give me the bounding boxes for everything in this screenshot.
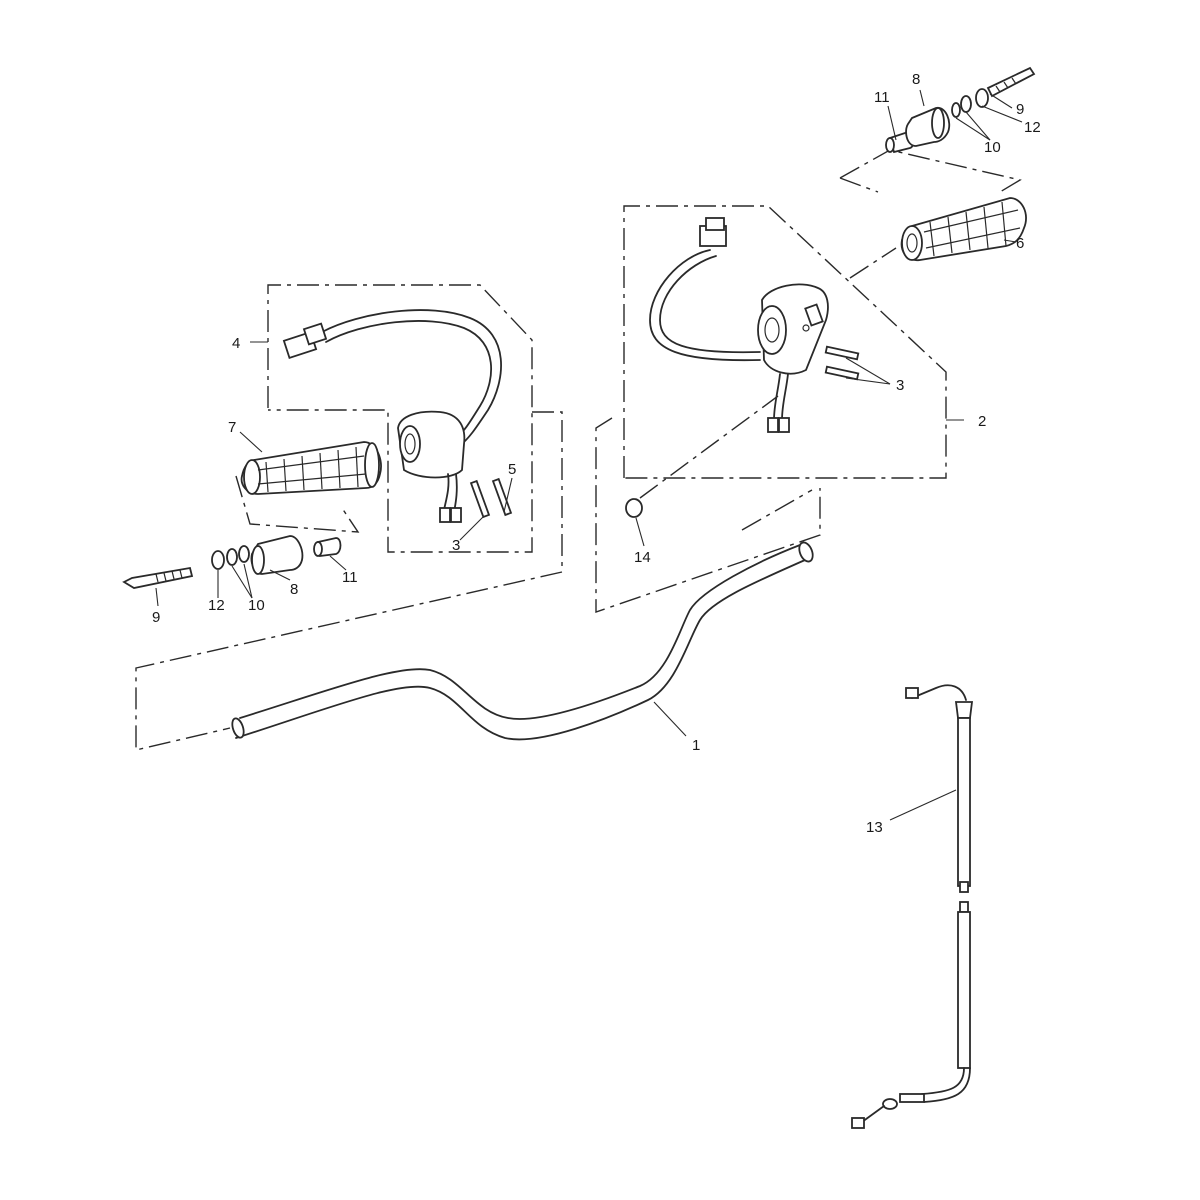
right-grip	[900, 197, 1027, 262]
right-switch-housing	[649, 217, 829, 433]
left-switch-housing	[282, 309, 502, 523]
callout-12-right: 12	[1024, 119, 1041, 136]
callout-11-left: 11	[342, 569, 358, 586]
handlebar	[231, 541, 814, 741]
callout-10-right: 10	[984, 139, 1001, 156]
callout-13: 13	[866, 819, 883, 836]
left-switch-screws	[469, 477, 513, 519]
plug-cap	[625, 498, 643, 518]
callout-14: 14	[634, 549, 651, 566]
left-grip	[240, 441, 382, 495]
callout-10-left: 10	[248, 597, 265, 614]
callout-1: 1	[692, 737, 700, 754]
callout-8-right: 8	[912, 71, 920, 88]
callout-3-left: 3	[452, 537, 460, 554]
callout-8-left: 8	[290, 581, 298, 598]
callout-5: 5	[508, 461, 516, 478]
callout-6: 6	[1016, 235, 1024, 252]
callout-9-left: 9	[152, 609, 160, 626]
left-bar-end-parts	[122, 535, 342, 589]
callout-3-right: 3	[896, 377, 904, 394]
callout-2: 2	[978, 413, 986, 430]
right-switch-screws	[824, 345, 860, 381]
callout-12-left: 12	[208, 597, 225, 614]
left-switch-assembly-outline	[135, 284, 563, 751]
leader-lines	[155, 89, 1023, 821]
throttle-cable	[851, 684, 974, 1129]
callout-11-right: 11	[874, 89, 890, 106]
callout-labels: 1 2 3 3 4 5 6 7 8 8 9 9 10 10 11 11 12 1…	[152, 71, 1041, 836]
callout-9-right: 9	[1016, 101, 1024, 118]
callout-7: 7	[228, 419, 236, 436]
right-bar-end-parts	[885, 66, 1036, 154]
right-switch-assembly-outline	[595, 149, 1022, 613]
callout-4: 4	[232, 335, 240, 352]
